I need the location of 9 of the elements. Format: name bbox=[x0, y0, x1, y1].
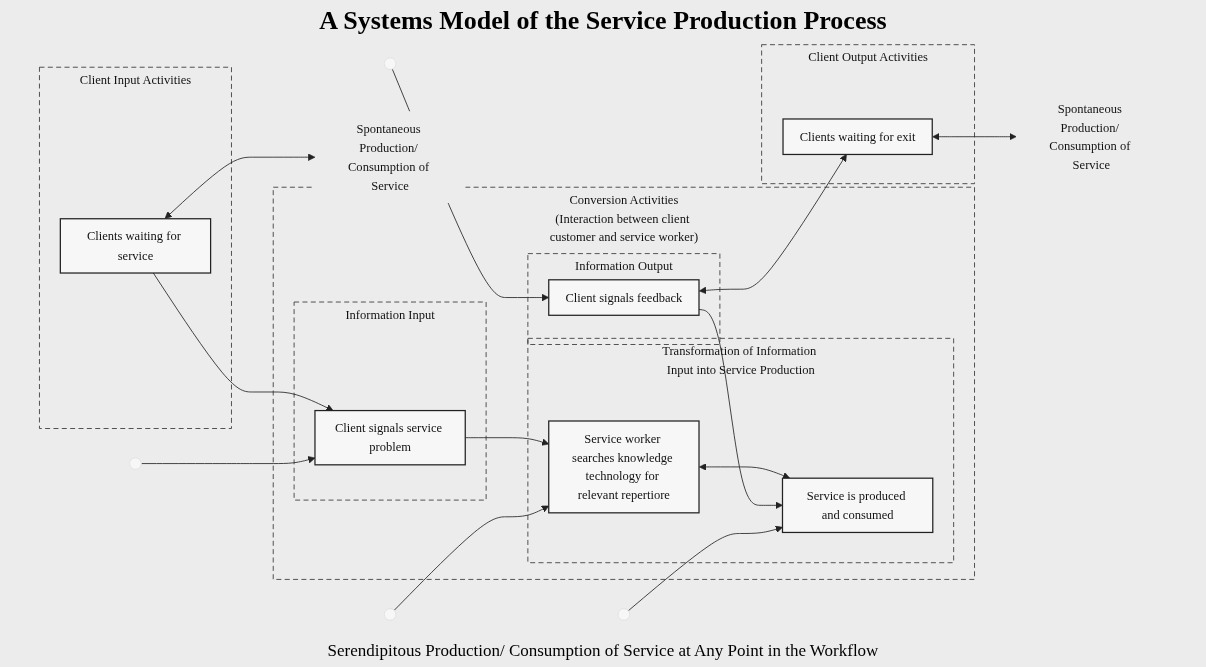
node-box: Client signals service problem bbox=[314, 409, 466, 466]
node-box: Service worker searches knowledge technology for relevant repertiore bbox=[548, 420, 700, 514]
node-box: Client signals feedback bbox=[548, 279, 700, 316]
note-text: Serendipitous Production/ Consumption of Service at Any Point in the Workflow bbox=[327, 641, 879, 661]
node-box: Clients waiting for service bbox=[59, 218, 212, 274]
node-box: Clients waiting for exit bbox=[782, 118, 933, 156]
node-text: Spontaneous Production/ Consumption of Service bbox=[1049, 101, 1131, 172]
node-box: Service is produced and consumed bbox=[781, 477, 934, 534]
diagram-title: A Systems Model of the Service Production Process bbox=[319, 6, 887, 36]
